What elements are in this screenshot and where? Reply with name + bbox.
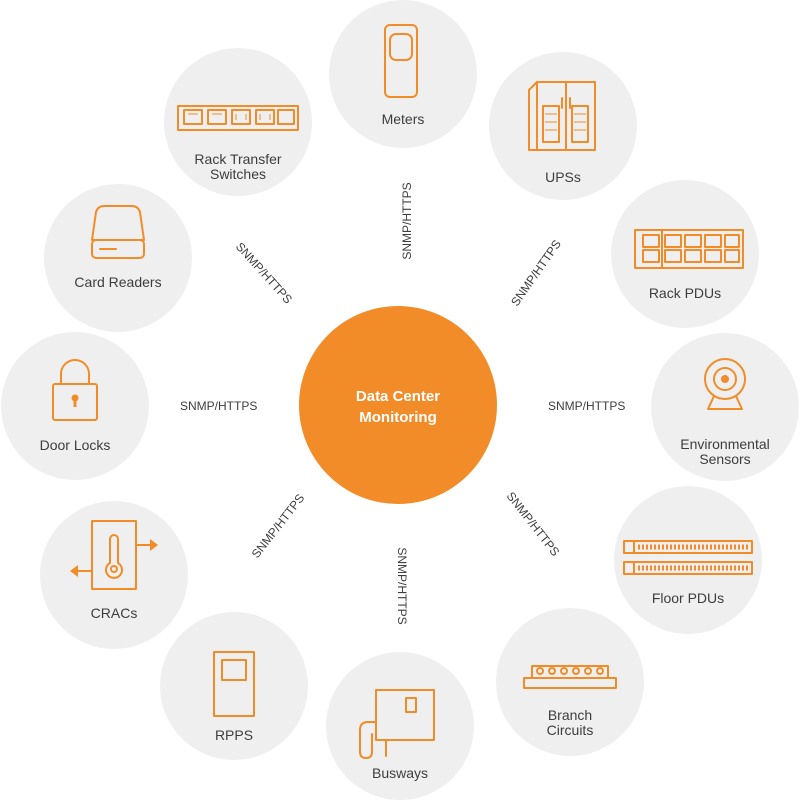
- node-rack-transfer-switches: Rack Transfer Switches: [164, 48, 312, 196]
- connection-label-bottom: SNMP/HTTPS: [395, 547, 409, 625]
- meter-icon: [384, 24, 418, 98]
- node-label: Busways: [371, 765, 429, 781]
- node-label: Environmental Sensors: [680, 436, 770, 467]
- node-label: Meters: [381, 111, 425, 127]
- node-busways: Busways: [326, 652, 474, 800]
- node-meters: Meters: [329, 0, 477, 148]
- node-card-readers: Card Readers: [44, 184, 192, 332]
- node-label: UPSs: [545, 169, 581, 185]
- node-label: Rack PDUs: [648, 285, 722, 301]
- node-rack-pdus: Rack PDUs: [611, 180, 759, 328]
- rpp-panel-icon: [213, 651, 255, 717]
- node-label: Card Readers: [74, 274, 162, 290]
- connection-label-top: SNMP/HTTPS: [400, 182, 414, 260]
- node-label: Floor PDUs: [651, 590, 725, 606]
- node-ups: UPSs: [489, 52, 637, 200]
- connection-label-bottom-left: SNMP/HTTPS: [248, 491, 308, 561]
- rack-pdu-icon: [634, 229, 744, 269]
- hub-data-center-monitoring: Data Center Monitoring: [299, 306, 497, 504]
- lock-icon: [52, 359, 98, 421]
- node-floor-pdus: Floor PDUs: [614, 486, 762, 634]
- node-branch-circuits: Branch Circuits: [496, 608, 644, 756]
- node-label: Door Locks: [39, 437, 111, 453]
- camera-sensor-icon: [704, 358, 746, 410]
- ups-cabinet-icon: [528, 81, 596, 151]
- card-reader-icon: [91, 205, 145, 259]
- floor-pdu-icon: [623, 540, 753, 575]
- node-label: Rack Transfer Switches: [194, 151, 282, 182]
- connection-label-top-left: SNMP/HTTPS: [232, 239, 296, 307]
- connection-label-bottom-right: SNMP/HTTPS: [503, 489, 563, 559]
- node-door-locks: Door Locks: [1, 332, 149, 480]
- node-label: CRACs: [90, 605, 138, 621]
- branch-circuit-icon: [523, 665, 617, 689]
- outlet-strip-icon: [177, 105, 299, 131]
- connection-label-left: SNMP/HTTPS: [180, 399, 258, 413]
- node-label: RPPS: [214, 727, 254, 743]
- thermometer-icon: [70, 520, 158, 590]
- connection-label-right: SNMP/HTTPS: [548, 399, 626, 413]
- node-cracs: CRACs: [40, 501, 188, 649]
- connection-label-top-right: SNMP/HTTPS: [508, 237, 564, 309]
- busway-icon: [359, 689, 435, 759]
- node-environmental-sensors: Environmental Sensors: [651, 333, 799, 481]
- node-label: Branch Circuits: [546, 707, 594, 738]
- node-rpps: RPPS: [160, 612, 308, 760]
- hub-title: Data Center Monitoring: [355, 388, 441, 426]
